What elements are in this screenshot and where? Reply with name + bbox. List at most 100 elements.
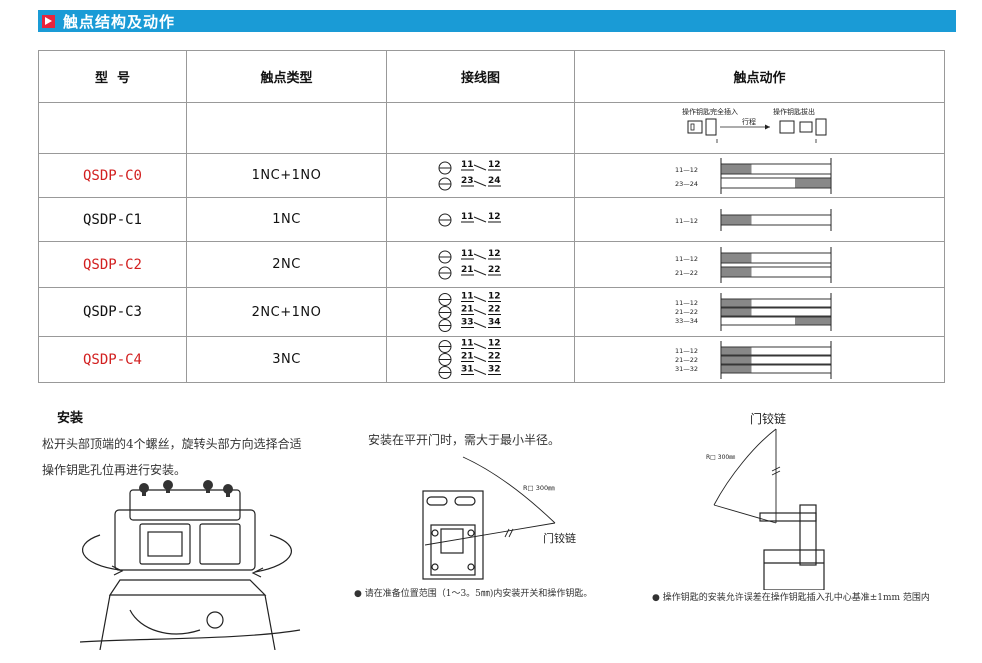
- action-bar: 11—12: [675, 252, 831, 263]
- header-wiring: 接线图: [386, 50, 575, 103]
- hinge-label-right: 门铰链: [750, 411, 786, 426]
- action-cell: 11—12 23—24: [574, 153, 945, 198]
- table-header-row: 型 号 触点类型 接线图 触点动作: [38, 50, 945, 103]
- action-legend: 操作钥匙完全插入 操作钥匙拔出 行程: [574, 102, 945, 154]
- action-bar: 11—12: [675, 214, 831, 225]
- contact-label: 33—34: [675, 317, 698, 325]
- contact-spec-table: 型 号 触点类型 接线图 触点动作 操作钥匙完全插入 操作钥匙拔出 行程: [38, 50, 945, 383]
- action-bar: 21—22: [675, 266, 831, 277]
- terminal-label: 34: [488, 317, 501, 327]
- contact-label: 21—22: [675, 308, 698, 316]
- section-header: 触点结构及动作: [38, 10, 956, 32]
- model-cell: QSDP-C4: [38, 336, 187, 383]
- contact-label: 21—22: [675, 269, 698, 277]
- contact-label: 31—32: [675, 365, 698, 373]
- terminal-label: 33: [461, 317, 474, 327]
- model-cell: QSDP-C2: [38, 241, 187, 288]
- action-bar: 21—22: [675, 355, 831, 364]
- action-cell: 11—12: [574, 197, 945, 242]
- contact-label: 11—12: [675, 299, 698, 307]
- terminal-label: 21: [461, 265, 474, 275]
- contact-type-cell: 1NC: [186, 197, 387, 242]
- terminal-label: 23: [461, 176, 474, 186]
- terminal-label: 11: [461, 212, 474, 222]
- switch-head-illustration: [79, 480, 301, 650]
- terminal-label: 32: [488, 365, 501, 375]
- wiring-contact: 23 24: [438, 176, 501, 190]
- legend-removed: 操作钥匙拔出: [773, 107, 815, 116]
- contact-label: 11—12: [675, 347, 698, 355]
- action-bar: 11—12: [675, 346, 831, 355]
- install-desc-line2: 操作钥匙孔位再进行安装。: [42, 463, 187, 477]
- radius-label-right: R□ 300㎜: [706, 454, 735, 461]
- section-title: 触点结构及动作: [63, 12, 176, 31]
- action-diagram: 11—12 21—22: [675, 246, 831, 283]
- hinge-label: 门铰链: [543, 531, 576, 545]
- install-title: 安装: [57, 411, 84, 426]
- play-arrow-icon: [42, 14, 55, 28]
- tolerance-note: ● 操作钥匙的安装允许误差在操作钥匙插入孔中心基准±1mm 范围内: [652, 593, 930, 603]
- header-action: 触点动作: [574, 50, 945, 103]
- radius-label: R□ 300㎜: [523, 484, 555, 492]
- contact-label: 11—12: [675, 217, 698, 225]
- terminal-label: 11: [461, 249, 474, 259]
- terminal-label: 24: [488, 176, 501, 186]
- install-description: 松开头部顶端的4个螺丝，旋转头部方向选择合适 操作钥匙孔位再进行安装。: [42, 431, 342, 483]
- terminal-label: 22: [488, 352, 501, 362]
- contact-label: 11—12: [675, 166, 698, 174]
- side-hinge-diagram: 门铰链 R□ 300㎜: [706, 411, 825, 590]
- key-insert-diagram: 操作钥匙完全插入 操作钥匙拔出 行程: [682, 107, 826, 143]
- action-bar: 11—12: [675, 163, 831, 174]
- model-cell: QSDP-C3: [38, 287, 187, 337]
- door-install-description: 安装在平开门时，需大于最小半径。: [368, 433, 561, 447]
- action-bar: 23—24: [675, 177, 831, 188]
- terminal-label: 11: [461, 339, 474, 349]
- contact-type-cell: 2NC+1NO: [186, 287, 387, 337]
- contact-label: 11—12: [675, 255, 698, 263]
- terminal-label: 21: [461, 304, 474, 314]
- terminal-label: 21: [461, 352, 474, 362]
- wiring-contact: 21 22: [438, 352, 501, 366]
- legend-stroke: 行程: [742, 117, 756, 126]
- contact-label: 23—24: [675, 180, 698, 188]
- header-contact-type: 触点类型: [186, 50, 387, 103]
- door-radius-diagram: R□ 300㎜ 门铰链: [422, 456, 576, 580]
- action-bar: 33—34: [675, 316, 831, 326]
- header-model: 型 号: [38, 50, 187, 103]
- contact-type-cell: 1NC+1NO: [186, 153, 387, 198]
- contact-type-cell: 3NC: [186, 336, 387, 383]
- wiring-contact: 31 32: [438, 365, 501, 379]
- action-bar: 21—22: [675, 307, 831, 317]
- model-cell: QSDP-C1: [38, 197, 187, 242]
- terminal-label: 31: [461, 365, 474, 375]
- wiring-contact: 33 34: [438, 317, 501, 332]
- install-desc-line1: 松开头部顶端的4个螺丝，旋转头部方向选择合适: [42, 437, 302, 451]
- legend-row: 操作钥匙完全插入 操作钥匙拔出 行程: [38, 102, 945, 154]
- terminal-label: 12: [488, 160, 501, 170]
- legend-inserted: 操作钥匙完全插入: [682, 107, 738, 116]
- action-cell: 11—12 21—22: [574, 241, 945, 288]
- model-cell: QSDP-C0: [38, 153, 187, 198]
